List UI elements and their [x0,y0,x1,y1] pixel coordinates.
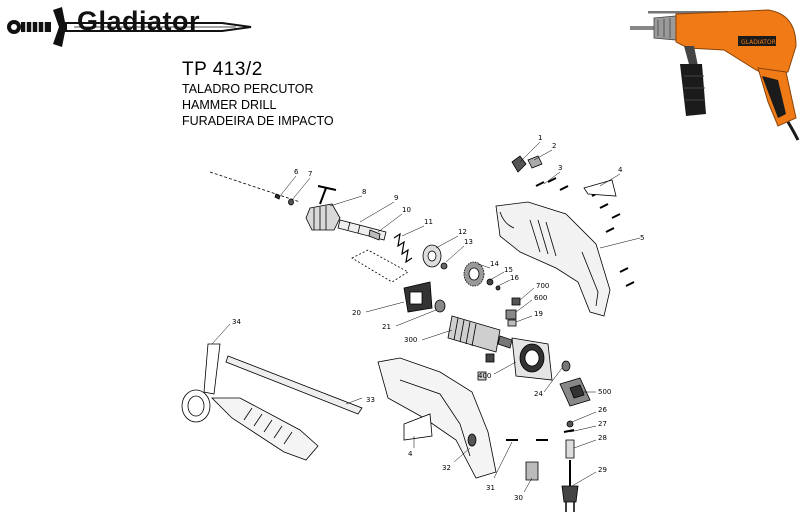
part-label: 28 [598,434,607,442]
part-label: 14 [490,260,499,268]
product-photo: GLADIATOR [628,6,800,142]
part-label: 4 [408,450,413,458]
part-label: 27 [598,420,607,428]
part-label: 700 [536,282,549,290]
part-label: 7 [308,170,312,178]
description-english: HAMMER DRILL [182,98,277,112]
part-label: 6 [294,168,299,176]
part-label: 10 [402,206,411,214]
sword-emblem-icon [7,7,252,47]
description-portuguese: FURADEIRA DE IMPACTO [182,114,334,128]
part-label: 400 [478,372,491,380]
part-label: 20 [352,309,361,317]
part-label: 26 [598,406,607,414]
part-label: 33 [366,396,375,404]
part-label: 19 [534,310,543,318]
part-label: 21 [382,323,391,331]
part-label: 1 [538,134,542,142]
part-label: 31 [486,484,495,492]
part-label: 16 [510,274,519,282]
model-number: TP 413/2 [182,59,263,80]
part-label: 34 [232,318,241,326]
part-label: 4 [618,166,623,174]
part-label: 8 [362,188,366,196]
part-label: 29 [598,466,607,474]
part-label: 500 [598,388,611,396]
part-label: 13 [464,238,473,246]
part-label: 30 [514,494,523,502]
part-label: 300 [404,336,417,344]
svg-text:GLADIATOR: GLADIATOR [741,39,776,46]
part-label: 3 [558,164,562,172]
brand-name: Gladiator [77,6,201,36]
brand-logo: Gladiator [4,4,254,50]
part-label: 5 [640,234,644,242]
part-label: 24 [534,390,543,398]
photo-label-plate [738,36,776,46]
part-label: 9 [394,194,398,202]
part-label: 2 [552,142,556,150]
part-label: 600 [534,294,547,302]
part-label: 12 [458,228,467,236]
part-label: 11 [424,218,433,226]
description-spanish: TALADRO PERCUTOR [182,82,314,96]
part-label: 32 [442,464,451,472]
part-label: 15 [504,266,513,274]
